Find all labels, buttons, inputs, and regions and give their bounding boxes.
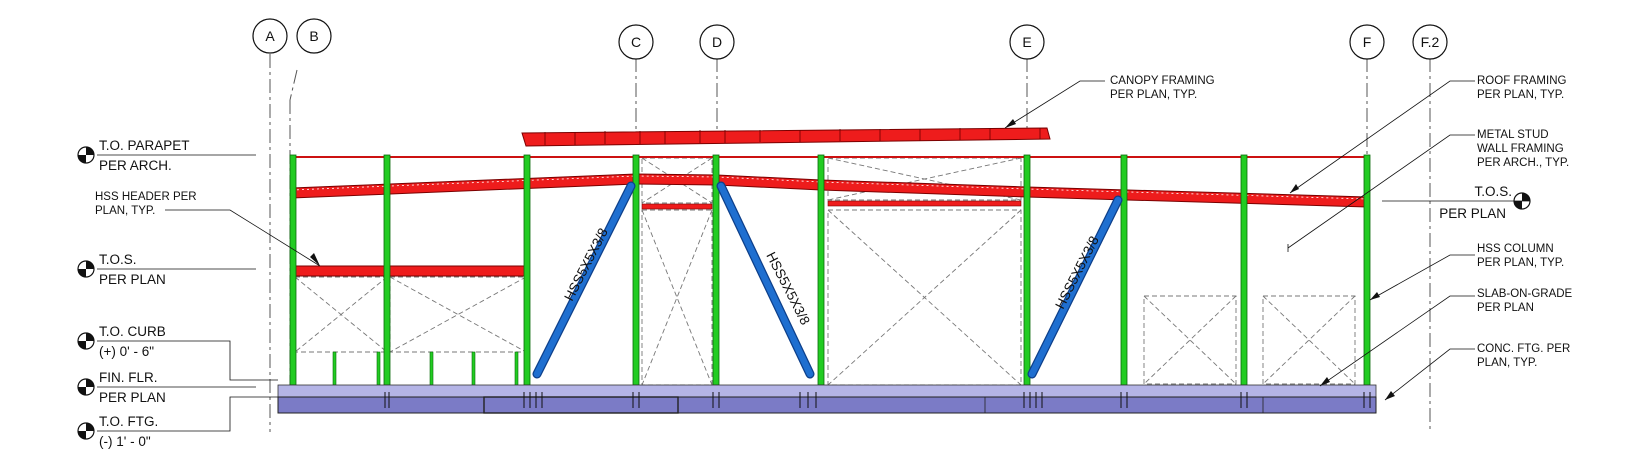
level-target-icon <box>77 378 95 396</box>
grid-lines <box>269 54 1431 432</box>
grid-label-a: A <box>265 28 275 44</box>
door-header-beam <box>827 200 1022 207</box>
note-column-line2: PER PLAN, TYP. <box>1477 257 1564 269</box>
note-canopy-line1: CANOPY FRAMING <box>1110 75 1215 87</box>
hss-column <box>1363 154 1371 386</box>
hss-column <box>523 154 531 386</box>
wall-panel <box>1262 295 1356 385</box>
grid-bubble-e <box>1009 24 1045 60</box>
level-tos-right-value: PER PLAN <box>1439 206 1506 221</box>
level-target-icon <box>77 422 95 440</box>
footing-joints <box>483 396 1264 414</box>
note-leaders <box>165 80 1475 401</box>
brace-e <box>1028 196 1122 378</box>
grid-bubbles <box>252 18 1448 60</box>
level-curb-name: T.O. CURB <box>99 324 166 339</box>
grid-bubble-a <box>252 18 288 54</box>
level-curb-value: (+) 0' - 6" <box>99 344 154 359</box>
grid-line-b-leader <box>289 69 298 101</box>
note-ftg-line1: CONC. FTG. PER <box>1477 343 1570 355</box>
level-tos-value: PER PLAN <box>99 272 166 287</box>
grid-label-f2: F.2 <box>1421 34 1440 50</box>
note-header-line1: HSS HEADER PER <box>95 191 197 203</box>
anchor-bolts <box>384 392 1371 408</box>
note-stud-line2: WALL FRAMING <box>1477 143 1564 155</box>
level-target-icon <box>77 146 95 164</box>
hss-braces <box>532 181 1123 379</box>
note-roof-line1: ROOF FRAMING <box>1477 75 1566 87</box>
level-parapet-value: PER ARCH. <box>99 158 172 173</box>
hss-column <box>383 154 391 386</box>
level-targets <box>77 146 1531 440</box>
grid-label-d: D <box>712 34 722 50</box>
note-canopy-line2: PER PLAN, TYP. <box>1110 89 1197 101</box>
slab-on-grade <box>277 384 1377 398</box>
brace-label: HSS5X5X3/8 <box>1052 234 1101 312</box>
notes: CANOPY FRAMING PER PLAN, TYP. ROOF FRAMI… <box>95 75 1573 369</box>
level-lines <box>97 154 278 432</box>
grid-bubble-d <box>699 24 735 60</box>
door-header-beam <box>641 203 713 210</box>
level-finflr-name: FIN. FLR. <box>99 370 158 385</box>
level-ftg-value: (-) 1' - 0" <box>99 434 151 449</box>
level-finflr-value: PER PLAN <box>99 390 166 405</box>
level-parapet-name: T.O. PARAPET <box>99 138 190 153</box>
grid-label-e: E <box>1022 34 1031 50</box>
level-tos-right-name: T.O.S. <box>1474 184 1512 199</box>
level-ftg-name: T.O. FTG. <box>99 414 158 429</box>
note-slab-line2: PER PLAN <box>1477 302 1534 314</box>
concrete-footing <box>277 396 1377 414</box>
hss-column <box>1023 154 1031 386</box>
curb-posts <box>332 351 519 386</box>
level-target-icon <box>77 260 95 278</box>
level-tos-name: T.O.S. <box>99 252 137 267</box>
canopy-framing <box>521 127 1051 147</box>
note-column-line1: HSS COLUMN <box>1477 243 1554 255</box>
hss-column <box>817 154 825 386</box>
note-slab-line1: SLAB-ON-GRADE <box>1477 288 1573 300</box>
grid-label-f: F <box>1363 34 1372 50</box>
grid-bubble-c <box>618 24 654 60</box>
hss-header-beam <box>294 265 528 277</box>
wall-panel <box>1143 295 1237 385</box>
note-stud-line3: PER ARCH., TYP. <box>1477 157 1569 169</box>
level-labels: T.O. PARAPET PER ARCH. T.O.S. PER PLAN T… <box>99 138 1512 449</box>
grid-label-c: C <box>631 34 641 50</box>
note-ftg-line2: PLAN, TYP. <box>1477 357 1537 369</box>
grid-label-b: B <box>309 28 318 44</box>
brace-d <box>717 182 814 378</box>
note-stud-line1: METAL STUD <box>1477 129 1549 141</box>
note-header-line2: PLAN, TYP. <box>95 205 155 217</box>
grid-bubble-b <box>296 18 332 54</box>
hss-column <box>289 154 297 386</box>
note-roof-line2: PER PLAN, TYP. <box>1477 89 1564 101</box>
hss-columns <box>289 154 1371 386</box>
level-target-icon <box>77 332 95 350</box>
hss-column <box>1240 154 1248 386</box>
hss-column <box>1120 154 1128 386</box>
brace-c <box>533 182 635 378</box>
note-arrowheads <box>310 119 1395 400</box>
grid-bubble-f2 <box>1412 24 1448 60</box>
brace-label: HSS5X5X3/8 <box>561 226 610 304</box>
grid-bubble-f <box>1349 24 1385 60</box>
grid-labels: A B C D E F F.2 <box>265 28 1439 50</box>
